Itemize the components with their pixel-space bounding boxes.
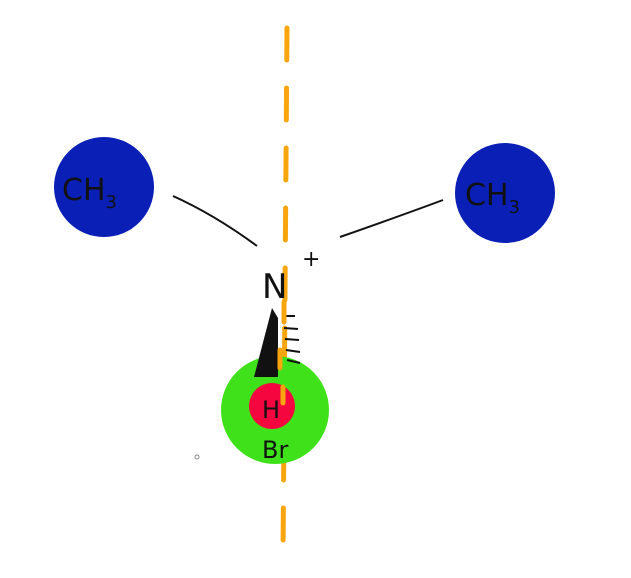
methyl-left-label: CH3 [62, 173, 117, 213]
symmetry-axis-dashed-line [280, 25, 290, 559]
methyl-left-atom [54, 137, 154, 237]
stray-dot [194, 454, 200, 460]
wedge-bond [254, 308, 278, 377]
bromine-label: Br [262, 436, 288, 464]
methyl-right-label: CH3 [465, 178, 520, 218]
methyl-right-atom [455, 143, 555, 243]
charge-label: + [302, 247, 320, 272]
hydrogen-label: H [262, 396, 280, 424]
bond-right [339, 199, 444, 238]
bond-left [172, 195, 258, 247]
